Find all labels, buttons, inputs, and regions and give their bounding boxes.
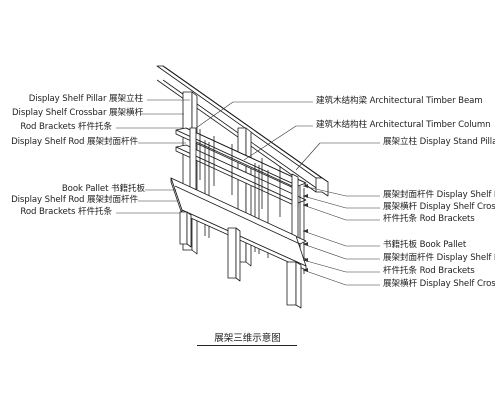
label-rod-brackets: Rod Brackets 杆件托条 bbox=[20, 122, 112, 132]
book-pallet bbox=[170, 177, 307, 271]
label-stand-pillar: 展架立柱 Display Stand Pillar bbox=[383, 137, 495, 147]
leader-lines-left bbox=[116, 99, 190, 214]
drawing-caption: 展架三维示意图 bbox=[214, 333, 281, 344]
label-shelf-crossbar-lower: 展架横杆 Display Shelf Crossbar bbox=[383, 279, 495, 289]
label-shelf-crossbar-upper: 展架横杆 Display Shelf Crossbar bbox=[383, 202, 495, 212]
label-timber-column: 建筑木结构柱 Architectural Timber Column bbox=[316, 120, 491, 130]
label-book-pallet: Book Pallet 书籍托板 bbox=[61, 184, 145, 194]
label-shelf-pillar: Display Shelf Pillar 展架立柱 bbox=[28, 94, 143, 104]
label-shelf-rod-upper: 展架封面杆件 Display Shelf Rod bbox=[383, 190, 495, 200]
front-legs bbox=[179, 211, 302, 309]
label-rod-brackets-lower: Rod Brackets 杆件托条 bbox=[20, 207, 112, 217]
leader-arrows bbox=[303, 184, 308, 272]
caption-underline bbox=[197, 345, 297, 346]
label-rod-brackets-lower-right: 杆件托条 Rod Brackets bbox=[383, 266, 475, 276]
label-rod-brackets-upper: 杆件托条 Rod Brackets bbox=[383, 214, 475, 224]
upper-shelf bbox=[175, 127, 307, 251]
label-shelf-rod-lower-right: 展架封面杆件 Display Shelf Rod bbox=[383, 253, 495, 263]
label-book-pallet-lower: 书籍托板 Book Pallet bbox=[383, 240, 467, 250]
label-timber-beam: 建筑木结构梁 Architectural Timber Beam bbox=[316, 96, 483, 106]
leader-lines-right bbox=[195, 101, 380, 286]
label-shelf-rod: Display Shelf Rod 展架封面杆件 bbox=[11, 137, 138, 147]
label-shelf-rod-lower: Display Shelf Rod 展架封面杆件 bbox=[11, 195, 138, 205]
label-shelf-crossbar: Display Shelf Crossbar 展架横杆 bbox=[12, 108, 143, 118]
